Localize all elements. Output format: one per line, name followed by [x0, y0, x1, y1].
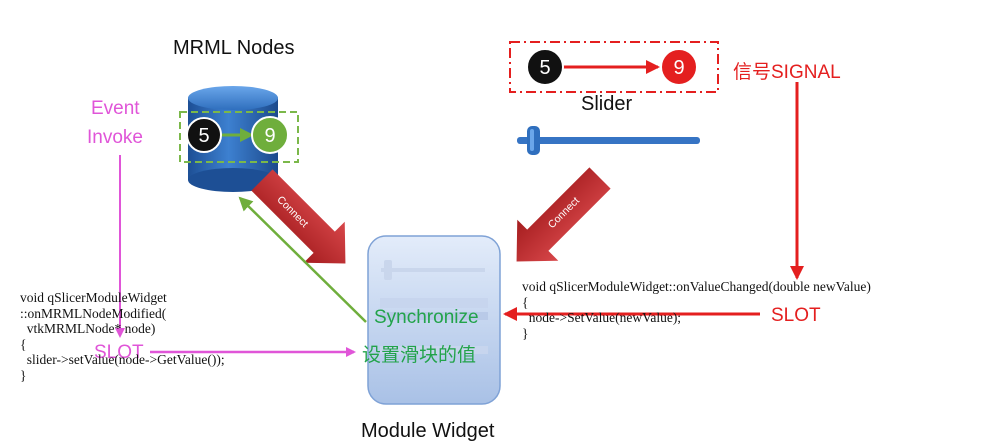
module-widget-panel [367, 235, 501, 405]
slider-widget-icon [517, 126, 700, 155]
slider-signal-box [509, 41, 719, 93]
mrml-old-value-node [186, 117, 222, 153]
mrml-node-highlight-box [179, 111, 299, 163]
slot-right-label: SLOT [771, 305, 821, 326]
left-code-line: } [20, 367, 27, 383]
right-code-line: { [522, 294, 529, 310]
slider-new-value-node [660, 48, 698, 86]
set-slider-value-label: 设置滑块的值 [362, 345, 477, 366]
slider-title: Slider [581, 93, 633, 115]
right-code-line: } [522, 325, 529, 341]
left-code-line: { [20, 336, 27, 352]
mrml-old-value: 5 [198, 125, 209, 147]
mrml-new-value: 9 [264, 125, 275, 147]
left-code-line: vtkMRMLNode* node) [20, 321, 156, 336]
slider-old-value-node [526, 48, 564, 86]
event-label: Event [91, 98, 140, 119]
right-code-block: void qSlicerModuleWidget::onValueChanged… [522, 279, 871, 341]
right-code-line: void qSlicerModuleWidget::onValueChanged… [522, 279, 871, 294]
connect-arrow-right [516, 167, 611, 262]
left-code-line: slider->setValue(node->GetValue()); [20, 352, 225, 367]
synchronize-arrow [238, 196, 367, 323]
invoke-label: Invoke [87, 127, 143, 148]
slider-old-value: 5 [539, 57, 550, 79]
module-widget-title: Module Widget [361, 420, 495, 442]
left-code-line: void qSlicerModuleWidget [20, 290, 167, 305]
signal-label: 信号SIGNAL [733, 62, 841, 83]
slot-left-label: SLOT [94, 342, 144, 363]
left-code-line: ::onMRMLNodeModified( [20, 305, 167, 321]
left-code-block: void qSlicerModuleWidget::onMRMLNodeModi… [20, 290, 225, 383]
synchronize-label: Synchronize [374, 307, 479, 328]
mrml-new-value-node [251, 116, 289, 154]
right-code-line: node->SetValue(newValue); [522, 310, 682, 325]
slider-new-value: 9 [673, 57, 684, 79]
mrml-nodes-title: MRML Nodes [173, 37, 295, 59]
